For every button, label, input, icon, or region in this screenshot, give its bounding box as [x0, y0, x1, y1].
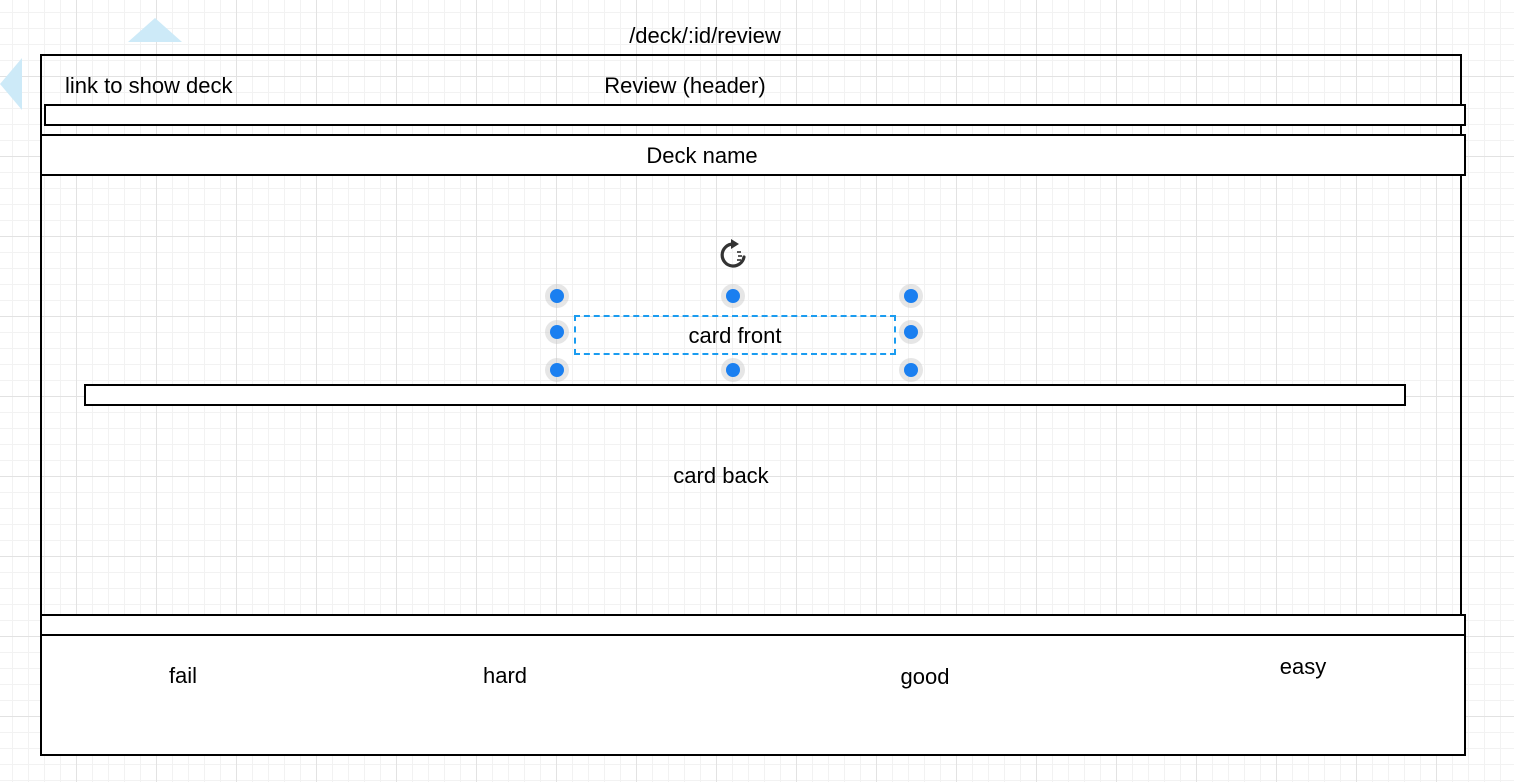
card-back: card back	[673, 463, 769, 488]
hard-button[interactable]: hard	[482, 663, 528, 688]
review-header-title: Review (header)	[604, 73, 766, 98]
deck-name-bar[interactable]	[40, 134, 1466, 176]
fail-button[interactable]: fail	[168, 663, 198, 688]
connect-arrow-up-icon	[128, 18, 182, 42]
selection-handle-icon[interactable]	[721, 358, 745, 382]
connect-arrow-left-icon	[0, 58, 22, 110]
good-button[interactable]: good	[900, 664, 950, 689]
card-front: card front	[688, 323, 782, 348]
answer-divider-bar[interactable]	[40, 614, 1466, 636]
show-deck-link[interactable]: link to show deck	[65, 73, 233, 98]
route-title: /deck/:id/review	[629, 23, 781, 48]
card-front-selection[interactable]	[574, 315, 896, 355]
rotate-icon[interactable]	[716, 238, 750, 274]
selection-handle-icon[interactable]	[545, 320, 569, 344]
answer-buttons-area[interactable]	[40, 634, 1466, 756]
deck-name: Deck name	[646, 143, 758, 168]
card-divider-bar[interactable]	[84, 384, 1406, 406]
selection-handle-icon[interactable]	[899, 284, 923, 308]
selection-handle-icon[interactable]	[545, 284, 569, 308]
selection-handle-icon[interactable]	[545, 358, 569, 382]
selection-handle-icon[interactable]	[721, 284, 745, 308]
header-divider-bar[interactable]	[44, 104, 1466, 126]
easy-button[interactable]: easy	[1279, 654, 1327, 679]
selection-handle-icon[interactable]	[899, 358, 923, 382]
selection-handle-icon[interactable]	[899, 320, 923, 344]
